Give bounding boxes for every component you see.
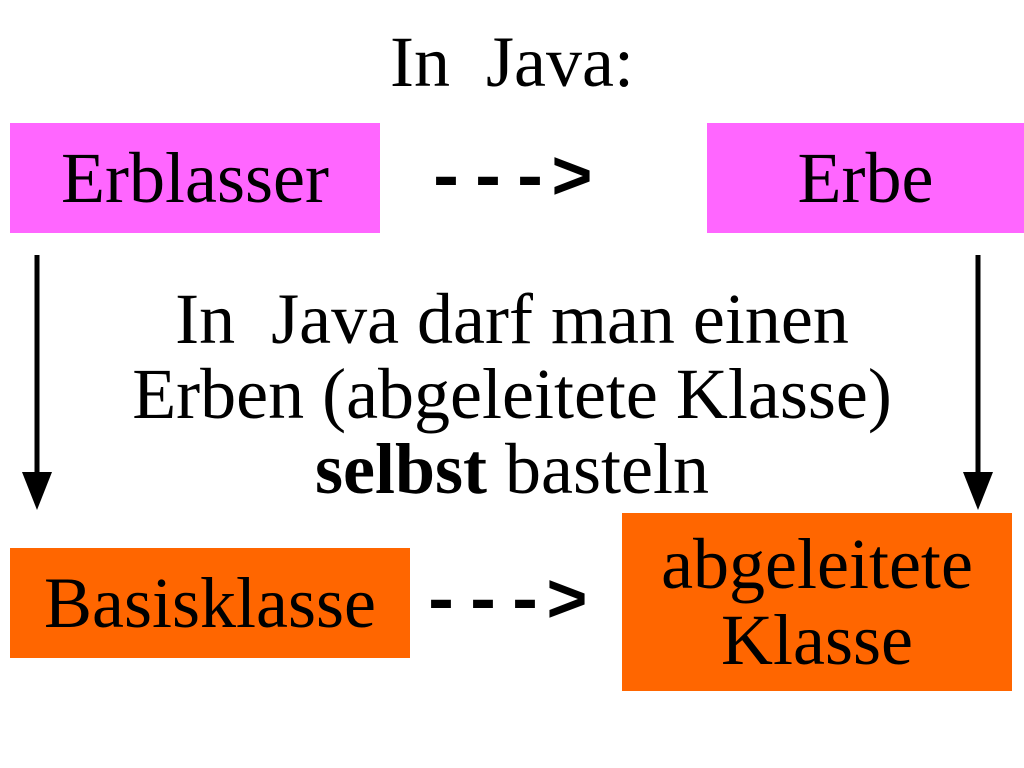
top-dashed-arrow: ---> xyxy=(425,142,594,221)
page-title: In Java: xyxy=(390,22,634,102)
erblasser-label: Erblasser xyxy=(61,138,329,218)
explanation-line-3: selbst basteln xyxy=(40,432,984,507)
right-arrowhead-icon xyxy=(963,472,993,510)
basisklasse-box: Basisklasse xyxy=(10,548,410,658)
erblasser-box: Erblasser xyxy=(10,123,380,233)
abgeleitete-klasse-box: abgeleitete Klasse xyxy=(622,513,1012,691)
bottom-dashed-arrow: ---> xyxy=(420,565,589,644)
abgeleitete-label-line-1: abgeleitete xyxy=(661,524,973,604)
explanation-line-2: Erben (abgeleitete Klasse) xyxy=(132,354,892,434)
explanation-bold-word: selbst xyxy=(315,429,488,509)
abgeleitete-label-line-2: Klasse xyxy=(721,600,913,680)
explanation-line-1: In Java darf man einen xyxy=(175,279,849,359)
explanation-text: In Java darf man einen Erben (abgeleitet… xyxy=(40,282,984,507)
erbe-box: Erbe xyxy=(707,123,1024,233)
explanation-rest: basteln xyxy=(487,429,709,509)
basisklasse-label: Basisklasse xyxy=(44,563,376,643)
left-arrowhead-icon xyxy=(22,472,52,510)
erbe-label: Erbe xyxy=(797,138,934,218)
